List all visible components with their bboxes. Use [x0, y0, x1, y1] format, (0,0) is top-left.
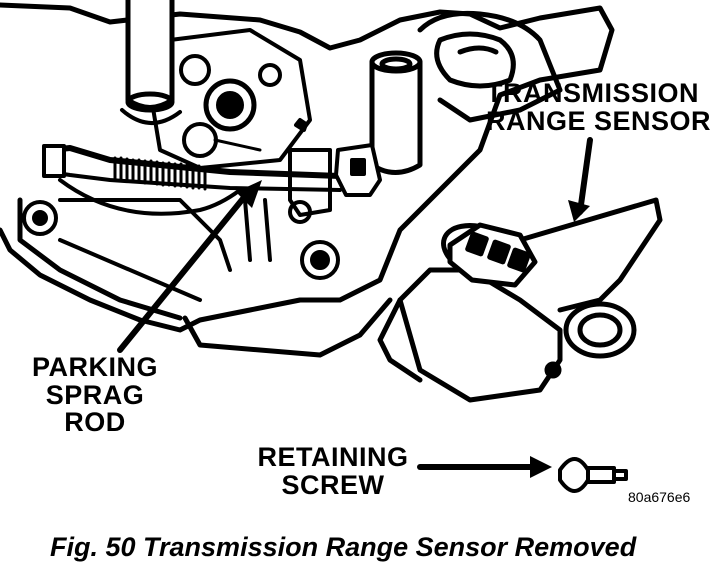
psr-leader [117, 187, 253, 353]
parking-sprag-rod-label: PARKING SPRAG ROD [20, 352, 170, 438]
transmission-case [0, 2, 615, 358]
lower-case-details [22, 198, 340, 302]
retaining-screw [558, 457, 628, 493]
figure-code: 80a676e6 [628, 489, 691, 505]
figure-caption: Fig. 50 Transmission Range Sensor Remove… [50, 532, 637, 562]
rod-connector [288, 118, 382, 224]
input-shaft [120, 0, 182, 125]
range-sensor-body [377, 197, 663, 403]
rs-line-2: SCREW [281, 469, 385, 500]
psr-line-3: ROD [64, 407, 126, 438]
trs-leader [577, 137, 593, 215]
housing-top-right [417, 10, 563, 123]
rod-spring [113, 156, 207, 191]
retaining-screw-label: RETAINING SCREW [248, 442, 418, 500]
filter-tube [369, 50, 423, 175]
leader-arrows [117, 137, 593, 470]
rs-line-1: RETAINING [257, 442, 409, 472]
trs-line-1: TRANSMISSION [486, 78, 700, 108]
valve-body-plate [148, 28, 312, 170]
arrow-heads [236, 180, 590, 478]
trs-line-2: RANGE SENSOR [486, 105, 712, 136]
transmission-range-sensor-label: TRANSMISSION RANGE SENSOR [486, 78, 712, 136]
psr-line-1: PARKING [31, 352, 158, 382]
psr-line-2: SPRAG [45, 379, 145, 410]
